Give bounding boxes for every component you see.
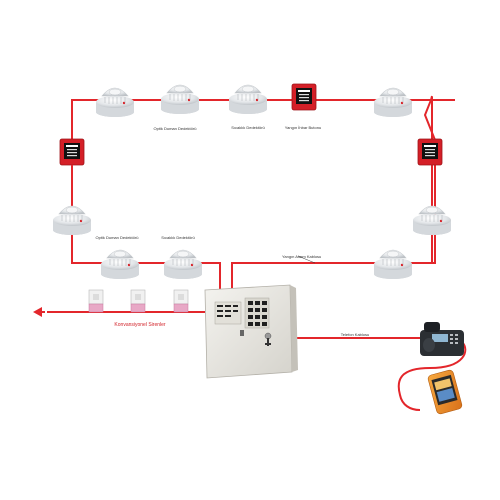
- label-phone-cable: Telefon Kablosu: [340, 332, 370, 337]
- label-fire-button-top: Yangın İhbar Butonu: [284, 125, 322, 130]
- smoke-detector-top-right: [373, 87, 413, 118]
- phone-wire: [292, 337, 467, 411]
- label-concentrator-sirens: Konvansiyonel Sirenler: [114, 322, 166, 328]
- label-heat-detector-bottom: Sıcaklık Dedektörü: [161, 235, 195, 240]
- fire-call-point-top: [291, 83, 317, 111]
- label-heat-detector-top: Sıcaklık Dedektörü: [231, 125, 265, 130]
- fire-call-point-right: [417, 138, 443, 166]
- fire-call-point-left: [59, 138, 85, 166]
- control-panel: [204, 284, 298, 379]
- smoke-detector-right: [412, 205, 452, 236]
- smoke-detector-top-2: [160, 84, 200, 115]
- siren-3: [173, 289, 189, 313]
- label-fire-alarm-cable: Yangın Alarm Kablosu: [282, 254, 322, 259]
- siren-1: [88, 289, 104, 313]
- mobile-phone: [427, 369, 463, 415]
- desk-phone: [420, 322, 464, 356]
- label-optical-detector-bottom: Optik Duman Dedektörü: [95, 235, 139, 240]
- smoke-detector-left: [52, 205, 92, 236]
- smoke-detector-bottom-right: [373, 249, 413, 280]
- label-optical-detector-top: Optik Duman Dedektörü: [153, 126, 197, 131]
- smoke-detector-top-1: [95, 87, 135, 118]
- siren-2: [130, 289, 146, 313]
- smoke-detector-top-3: [228, 84, 268, 115]
- smoke-detector-bottom-1: [100, 249, 140, 280]
- siren-arrow: [33, 307, 60, 317]
- smoke-detector-bottom-2: [163, 249, 203, 280]
